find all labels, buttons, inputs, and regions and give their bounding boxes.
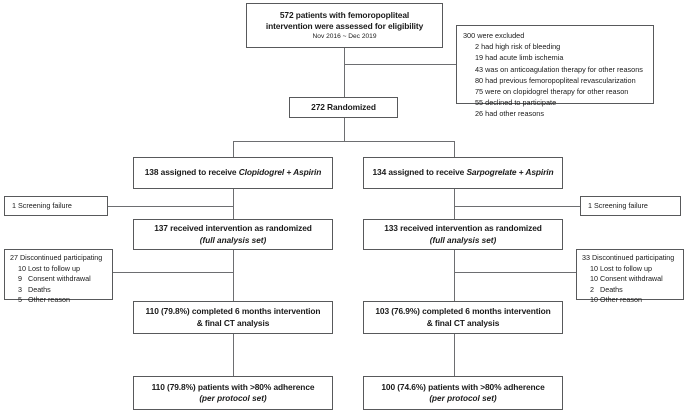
connector-split-to-left-arm — [233, 141, 235, 158]
left-screening-failure-box: 1 Screening failure — [4, 196, 108, 216]
left-assigned-prefix: 138 assigned to receive — [144, 167, 239, 178]
right-assigned-label: 134 assigned to receive Sarpogrelate + A… — [372, 167, 553, 178]
right-disc-num-2: 2 — [590, 284, 594, 294]
excluded-reason-3: 80 had previous femoropopliteal revascul… — [475, 75, 636, 85]
connector-right-to-discontinued — [454, 272, 576, 274]
right-adherence-subtitle: (per protocol set) — [429, 394, 497, 404]
enrollment-line-1: 572 patients with femoropopliteal — [279, 9, 410, 20]
connector-enrollment-to-randomized — [343, 48, 345, 97]
left-received-subtitle: (full analysis set) — [199, 235, 267, 245]
left-discontinued-item-3: 5 Other reason — [5, 295, 70, 306]
excluded-reason-0: 2 had high risk of bleeding — [475, 42, 561, 52]
connector-left-to-discontinued — [113, 272, 234, 274]
left-disc-num-3: 5 — [18, 295, 22, 305]
connector-enrollment-to-excluded — [343, 64, 457, 66]
left-disc-num-1: 9 — [18, 274, 22, 284]
right-discontinued-item-2: 2 Deaths — [577, 285, 623, 296]
left-disc-reason-3: Other reason — [28, 295, 70, 305]
left-disc-reason-2: Deaths — [28, 284, 51, 294]
right-adherence-title: 100 (74.6%) patients with >80% adherence — [381, 381, 545, 392]
left-disc-num-0: 10 — [18, 263, 26, 273]
left-discontinued-heading: 27 Discontinued participating — [10, 253, 103, 262]
left-received-box: 137 received intervention as randomized … — [133, 219, 333, 250]
randomized-box: 272 Randomized — [289, 97, 398, 118]
right-disc-num-1: 10 — [590, 274, 598, 284]
left-assigned-drug: Clopidogrel + Aspirin — [238, 167, 322, 178]
left-assigned-label: 138 assigned to receive Clopidogrel + As… — [144, 167, 322, 178]
left-disc-reason-1: Consent withdrawal — [28, 274, 91, 284]
right-screening-failure-box: 1 Screening failure — [580, 196, 681, 216]
left-adherence-title: 110 (79.8%) patients with >80% adherence — [151, 381, 315, 392]
excluded-reason-6: 26 had other reasons — [475, 109, 544, 119]
connector-right-received-to-completed — [454, 250, 456, 301]
left-discontinued-item-2: 3 Deaths — [5, 285, 51, 296]
left-completed-box: 110 (79.8%) completed 6 months intervent… — [133, 301, 333, 334]
right-received-box: 133 received intervention as randomized … — [363, 219, 563, 250]
right-completed-title: 103 (76.9%) completed 6 months intervent… — [375, 306, 551, 317]
right-received-title: 133 received intervention as randomized — [384, 223, 542, 234]
right-assigned-prefix: 134 assigned to receive — [372, 167, 467, 178]
right-disc-num-3: 10 — [590, 295, 598, 305]
left-discontinued-item-1: 9 Consent withdrawal — [5, 274, 91, 285]
connector-split-to-right-arm — [454, 141, 456, 158]
left-assigned-box: 138 assigned to receive Clopidogrel + As… — [133, 157, 333, 189]
right-received-subtitle: (full analysis set) — [429, 235, 497, 245]
left-completed-title: 110 (79.8%) completed 6 months intervent… — [145, 306, 321, 317]
right-disc-reason-1: Consent withdrawal — [600, 274, 663, 284]
right-disc-num-0: 10 — [590, 263, 598, 273]
left-received-title: 137 received intervention as randomized — [154, 223, 312, 234]
right-completed-line-2: & final CT analysis — [426, 317, 500, 328]
left-adherence-subtitle: (per protocol set) — [199, 394, 267, 404]
connector-left-assigned-to-received — [233, 189, 235, 219]
right-adherence-box: 100 (74.6%) patients with >80% adherence… — [363, 376, 563, 410]
connector-arm-split-bar — [233, 141, 455, 143]
left-adherence-box: 110 (79.8%) patients with >80% adherence… — [133, 376, 333, 410]
left-screening-failure-label: 1 Screening failure — [12, 200, 72, 210]
excluded-box: 300 were excluded 2 had high risk of ble… — [456, 25, 654, 118]
right-disc-reason-3: Other reason — [600, 295, 642, 305]
right-screening-failure-label: 1 Screening failure — [588, 200, 648, 210]
connector-left-completed-to-adherence — [233, 334, 235, 376]
right-assigned-drug: Sarpogrelate + Aspirin — [466, 167, 554, 178]
left-disc-num-2: 3 — [18, 284, 22, 294]
connector-left-to-screening-failure — [108, 206, 234, 208]
connector-randomized-down — [343, 118, 345, 142]
excluded-reason-4: 75 were on clopidogrel therapy for other… — [475, 87, 629, 97]
excluded-heading: 300 were excluded — [463, 31, 525, 40]
enrollment-line-2: intervention were assessed for eligibili… — [265, 21, 424, 31]
left-completed-line-2: & final CT analysis — [196, 317, 270, 328]
randomized-label: 272 Randomized — [311, 101, 376, 112]
right-completed-box: 103 (76.9%) completed 6 months intervent… — [363, 301, 563, 334]
excluded-reason-5: 55 declined to participate — [475, 98, 557, 108]
enrollment-box: 572 patients with femoropopliteal interv… — [246, 3, 443, 48]
left-disc-reason-0: Lost to follow up — [28, 263, 80, 273]
excluded-reason-2: 43 was on anticoagulation therapy for ot… — [475, 64, 643, 74]
connector-right-assigned-to-received — [454, 189, 456, 219]
right-discontinued-heading: 33 Discontinued participating — [582, 253, 675, 262]
excluded-reason-1: 19 had acute limb ischemia — [475, 53, 564, 63]
connector-right-completed-to-adherence — [454, 334, 456, 376]
right-disc-reason-2: Deaths — [600, 284, 623, 294]
right-assigned-box: 134 assigned to receive Sarpogrelate + A… — [363, 157, 563, 189]
right-disc-reason-0: Lost to follow up — [600, 263, 652, 273]
connector-right-to-screening-failure — [454, 206, 580, 208]
enrollment-date-range: Nov 2016 ~ Dec 2019 — [312, 33, 377, 41]
connector-left-received-to-completed — [233, 250, 235, 301]
